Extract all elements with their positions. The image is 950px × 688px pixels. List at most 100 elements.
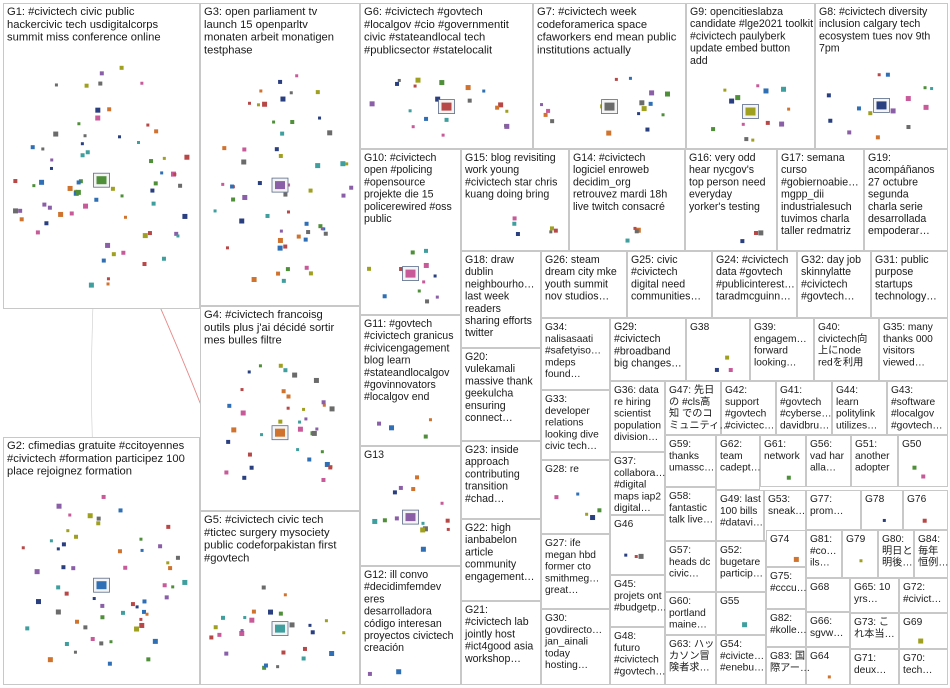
- group-label-line: hackercivic tech usdigitalcorps: [7, 19, 159, 31]
- group-label-line: G35: many: [883, 322, 934, 333]
- graph-node: [421, 521, 425, 525]
- group-panel-border: [610, 575, 665, 627]
- group-label-line: particip…: [720, 569, 763, 580]
- group-label-line: #cyberse…: [780, 409, 832, 420]
- group-label-line: civic tech…: [545, 441, 597, 452]
- group-label-line: re hiring: [614, 397, 651, 408]
- group-label-line: everyday: [689, 189, 733, 201]
- group-g66: G66:sgvw…: [806, 612, 850, 647]
- group-label-line: utilizes…: [836, 420, 877, 431]
- graph-node: [744, 137, 749, 142]
- group-label-line: G32: day job: [801, 254, 861, 266]
- group-g41: G41:#govtech#cyberse…davidbru…: [776, 381, 832, 435]
- graph-node: [423, 248, 428, 253]
- group-label-line: G61:: [764, 439, 786, 450]
- group-g54: G54:#civicte…#enebu…: [716, 635, 766, 685]
- graph-node: [310, 630, 315, 635]
- group-panel-border: [461, 149, 569, 251]
- group-panel-border: [903, 490, 948, 530]
- graph-node: [149, 159, 154, 164]
- group-panel-border: [541, 251, 627, 318]
- group-panel-border: [850, 613, 899, 649]
- group-nodes: [13, 65, 190, 288]
- graph-node: [182, 213, 188, 219]
- graph-node: [628, 76, 632, 80]
- group-label-line: work young: [464, 164, 519, 176]
- graph-node: [241, 159, 247, 165]
- graph-node: [154, 129, 159, 134]
- group-g61: G61:network: [760, 435, 806, 487]
- graph-node: [173, 172, 177, 176]
- graph-node: [278, 153, 283, 158]
- graph-node: [110, 186, 115, 191]
- graph-node: [321, 477, 326, 482]
- group-label-line: G23: inside: [465, 444, 519, 456]
- group-label-line: developer: [545, 406, 590, 417]
- group-label-line: #broadband: [614, 345, 671, 357]
- group-label-line: ianbabelon: [465, 534, 517, 546]
- graph-node: [422, 526, 428, 532]
- graph-node: [512, 221, 517, 226]
- group-label-line: G75:: [770, 571, 792, 582]
- graph-node: [71, 566, 76, 571]
- group-label-line: #cccu…: [770, 583, 807, 594]
- graph-node: [751, 138, 755, 142]
- graph-node: [75, 619, 80, 624]
- graph-node: [277, 237, 283, 243]
- graph-node: [240, 388, 244, 392]
- graph-node: [441, 133, 445, 137]
- graph-node: [543, 112, 548, 117]
- graph-node: [101, 258, 106, 263]
- graph-node: [367, 266, 372, 271]
- graph-node: [315, 90, 320, 95]
- group-label-line: youth summit: [545, 278, 608, 290]
- graph-node: [136, 141, 140, 145]
- graph-node: [304, 417, 308, 421]
- graph-node: [320, 227, 324, 231]
- hub-node-avatar: [441, 102, 452, 111]
- graph-node: [428, 418, 432, 422]
- group-label-line: mes bulles filtre: [204, 335, 282, 347]
- group-label-line: looking dive: [545, 429, 599, 440]
- graph-node: [877, 73, 881, 77]
- group-label-line: G46: [614, 519, 634, 530]
- graph-node: [318, 224, 323, 229]
- group-nodes: [372, 475, 450, 552]
- graph-node: [178, 183, 183, 188]
- group-label-line: G45:: [614, 579, 636, 590]
- graph-node: [286, 210, 290, 214]
- graph-node: [930, 87, 934, 91]
- graph-node: [96, 516, 101, 521]
- group-label-line: heads dc: [669, 557, 710, 568]
- graph-node: [297, 426, 303, 432]
- graph-node: [55, 609, 61, 615]
- graph-node: [313, 377, 319, 383]
- graph-node: [549, 230, 553, 234]
- group-panel-border: [461, 251, 541, 348]
- graph-node: [410, 250, 415, 255]
- graph-node: [614, 77, 618, 81]
- graph-node: [327, 130, 333, 136]
- graph-node: [67, 185, 73, 191]
- group-nodes: [882, 518, 886, 522]
- group-label-line: G15: blog revisiting: [465, 152, 556, 164]
- group-label-line: civic #stateandlocal tech: [364, 32, 485, 44]
- graph-node: [242, 147, 247, 152]
- graph-node: [146, 123, 150, 127]
- group-g39: G39:engagem…forwardlooking…: [750, 318, 814, 381]
- graph-node: [315, 163, 321, 169]
- group-nodes: [367, 248, 439, 304]
- graph-node: [413, 84, 417, 88]
- graph-node: [140, 81, 144, 85]
- graph-node: [420, 527, 426, 533]
- graph-node: [625, 238, 630, 243]
- graph-node: [94, 197, 99, 202]
- graph-node: [329, 406, 335, 412]
- group-panel-border: [716, 635, 766, 685]
- group-label-line: G30:: [545, 613, 567, 624]
- group-nodes: [793, 556, 799, 562]
- graph-node: [262, 665, 267, 670]
- graph-node: [257, 181, 262, 186]
